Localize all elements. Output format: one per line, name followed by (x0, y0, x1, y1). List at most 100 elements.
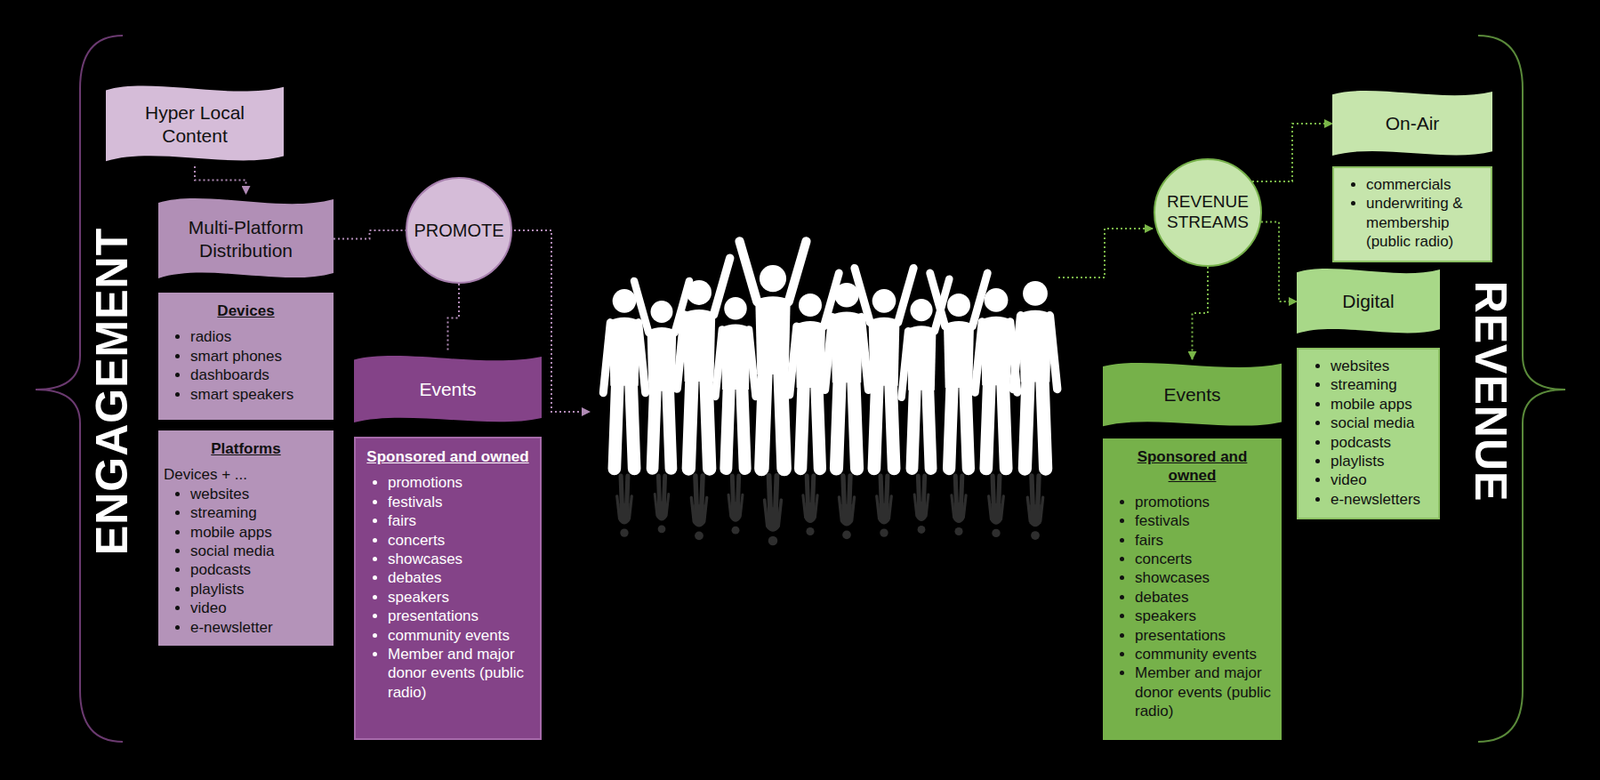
arm (888, 496, 892, 520)
arm (739, 494, 743, 516)
head (651, 300, 674, 323)
bullet-item: promotions (387, 473, 531, 492)
head (768, 536, 779, 547)
arm (876, 496, 880, 520)
bullet-list: commercialsunderwriting & membership (pu… (1342, 175, 1482, 252)
leg (955, 475, 957, 505)
arm (1040, 497, 1044, 522)
arm (778, 499, 781, 526)
bullet-item: streaming (190, 503, 325, 523)
bullet-item: playlists (1330, 451, 1430, 471)
arm (854, 267, 870, 322)
dotted-connector (1192, 266, 1209, 360)
leg (992, 475, 994, 506)
arm (974, 321, 982, 393)
head (917, 525, 926, 534)
bullet-item: video (1330, 470, 1430, 490)
arm (704, 497, 708, 522)
banner-node: Events (353, 352, 542, 427)
arm (951, 495, 955, 518)
leg (836, 380, 840, 469)
leg (853, 380, 858, 469)
banner-text: Events (418, 377, 476, 401)
side-label: REVENUE (1464, 281, 1517, 503)
list-heading: Devices (167, 301, 325, 321)
torso (868, 317, 901, 386)
banner-shape (105, 81, 284, 167)
arm (788, 241, 807, 302)
banner-node: Events (1102, 359, 1282, 431)
head (909, 298, 933, 322)
head (723, 297, 747, 320)
leg (911, 388, 915, 469)
bullet-item: showcases (387, 549, 531, 569)
bullet-item: festivals (387, 492, 531, 512)
arm (988, 496, 992, 520)
bullet-item: playlists (190, 579, 325, 599)
leg (880, 475, 882, 506)
bullet-item: radios (190, 327, 325, 346)
list-heading: Sponsored and owned (364, 447, 531, 467)
leg (652, 389, 656, 469)
list-box: Sponsored and ownedpromotionsfestivalsfa… (1102, 438, 1282, 740)
leg (775, 475, 777, 509)
leg (1003, 383, 1007, 469)
arm (914, 494, 917, 516)
bullet-item: streaming (1330, 375, 1430, 394)
dotted-connector (448, 283, 460, 353)
banner-node: Hyper Local Content (105, 81, 284, 167)
bullet-list: promotionsfestivalsfairsconcertsshowcase… (364, 473, 531, 702)
leg (620, 475, 622, 506)
banner-node: Digital (1296, 265, 1440, 338)
list-box: Devicesradiossmart phonesdashboardssmart… (158, 292, 334, 420)
bullet-item: speakers (1134, 606, 1273, 626)
leg (849, 475, 851, 507)
arm (901, 330, 909, 398)
banner-text: Hyper Local Content (114, 101, 275, 146)
head (984, 288, 1009, 313)
bullet-item: debates (387, 568, 531, 587)
crowd-reflection (617, 475, 1044, 546)
torso (943, 321, 974, 388)
leg (886, 475, 888, 506)
bullet-item: fairs (1134, 530, 1273, 550)
leg (780, 372, 785, 469)
leg (769, 475, 771, 509)
leg (948, 385, 952, 469)
leg (961, 475, 963, 505)
bullet-item: podcasts (1330, 433, 1430, 452)
bullet-item: social media (190, 541, 325, 561)
leg (667, 389, 671, 469)
bullet-item: fairs (387, 511, 531, 531)
bullet-item: Member and major donor events (public ra… (1134, 663, 1273, 721)
banner-outline (158, 198, 334, 279)
head (842, 530, 852, 540)
bullet-item: festivals (1134, 511, 1273, 531)
head (1030, 530, 1040, 540)
bullet-item: smart phones (190, 346, 325, 366)
bullet-item: podcasts (190, 560, 325, 579)
leg (701, 475, 703, 507)
banner-text: Multi-Platform Distribution (167, 216, 325, 261)
leg (1042, 379, 1046, 469)
bullet-item: Member and major donor events (public ra… (387, 644, 531, 702)
bullet-item: dashboards (190, 365, 325, 385)
dotted-connector (194, 166, 247, 194)
leg (964, 385, 968, 469)
arm (739, 241, 758, 302)
leg (998, 475, 1000, 506)
head (954, 527, 963, 536)
arm (852, 497, 855, 522)
bullet-list: promotionsfestivalsfairsconcertsshowcase… (1111, 492, 1273, 722)
head (805, 527, 814, 536)
leg (891, 384, 894, 469)
bullet-item: promotions (1134, 492, 1273, 512)
head (947, 293, 971, 317)
banner-outline (105, 86, 284, 162)
arm (603, 322, 611, 394)
arm (654, 494, 658, 516)
bullet-item: mobile apps (190, 522, 325, 542)
dotted-connector (1261, 222, 1297, 302)
bullet-item: social media (1330, 413, 1430, 433)
